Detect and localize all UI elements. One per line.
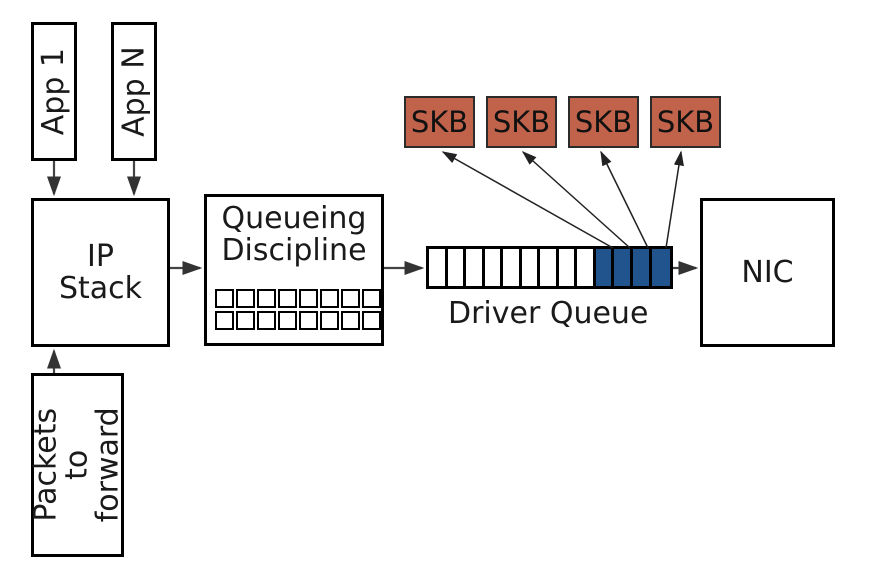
skb-box-3: SKB: [568, 96, 639, 148]
skb-box-3-label: SKB: [574, 105, 633, 139]
queueing-discipline-cell: [215, 311, 234, 330]
driver-queue-cell-filled: [614, 249, 634, 286]
queueing-discipline-cell: [320, 289, 339, 308]
skb-box-1-label: SKB: [410, 105, 469, 139]
driver-queue-cell-empty: [577, 249, 596, 286]
node-app-1-label: App 1: [36, 47, 72, 136]
queueing-discipline-cell: [278, 289, 297, 308]
queueing-discipline-grid-row: [215, 289, 381, 308]
driver-queue-cell-empty: [484, 249, 504, 286]
node-queueing-discipline-label: Queueing Discipline: [221, 201, 367, 268]
skb-box-4: SKB: [650, 96, 721, 148]
queueing-discipline-cell: [215, 289, 234, 308]
skb-box-1: SKB: [404, 96, 475, 148]
queueing-discipline-cell: [257, 289, 276, 308]
queueing-discipline-cell: [299, 289, 318, 308]
driver-queue-cell-filled: [651, 249, 671, 286]
node-nic-label: NIC: [741, 254, 794, 290]
queueing-discipline-cell: [236, 289, 255, 308]
driver-queue-cell-filled: [633, 249, 652, 286]
driver-queue-cell-empty: [558, 249, 578, 286]
driver-queue-cell-filled: [595, 249, 615, 286]
node-driver-queue: [426, 246, 673, 289]
driver-queue-cell-empty: [429, 249, 448, 286]
driver-queue-cell-empty: [503, 249, 522, 286]
node-app-1: App 1: [31, 22, 77, 161]
node-app-n: App N: [111, 22, 157, 161]
node-ip-stack-label: IP Stack: [58, 239, 143, 306]
driver-queue-label: Driver Queue: [448, 296, 649, 331]
skb-box-2-label: SKB: [492, 105, 551, 139]
node-ip-stack: IP Stack: [31, 198, 170, 347]
queueing-discipline-cell: [320, 311, 339, 330]
driver-queue-cell-empty: [521, 249, 541, 286]
queueing-discipline-cell: [362, 289, 381, 308]
node-app-n-label: App N: [116, 46, 152, 137]
queueing-discipline-cell: [236, 311, 255, 330]
driver-queue-cell-empty: [466, 249, 485, 286]
edge-slot1-to-skb1: [441, 151, 614, 249]
skb-box-4-label: SKB: [656, 105, 715, 139]
edge-slot2-to-skb2: [521, 150, 631, 249]
queueing-discipline-cell: [278, 311, 297, 330]
queueing-discipline-cell: [257, 311, 276, 330]
queueing-discipline-cell: [362, 311, 381, 330]
node-packets-to-forward-label: Packets to forward: [28, 407, 127, 523]
node-nic: NIC: [700, 198, 835, 347]
skb-box-2: SKB: [486, 96, 557, 148]
queueing-discipline-cell: [341, 311, 360, 330]
edge-slot4-to-skb4: [665, 150, 684, 249]
queueing-discipline-cell: [341, 289, 360, 308]
driver-queue-cell-empty: [447, 249, 467, 286]
driver-queue-cell-empty: [540, 249, 559, 286]
node-packets-to-forward: Packets to forward: [28, 373, 127, 557]
queueing-discipline-grid: [215, 289, 381, 330]
queueing-discipline-grid-row: [215, 311, 381, 330]
edge-slot3-to-skb3: [600, 150, 649, 249]
queueing-discipline-cell: [299, 311, 318, 330]
